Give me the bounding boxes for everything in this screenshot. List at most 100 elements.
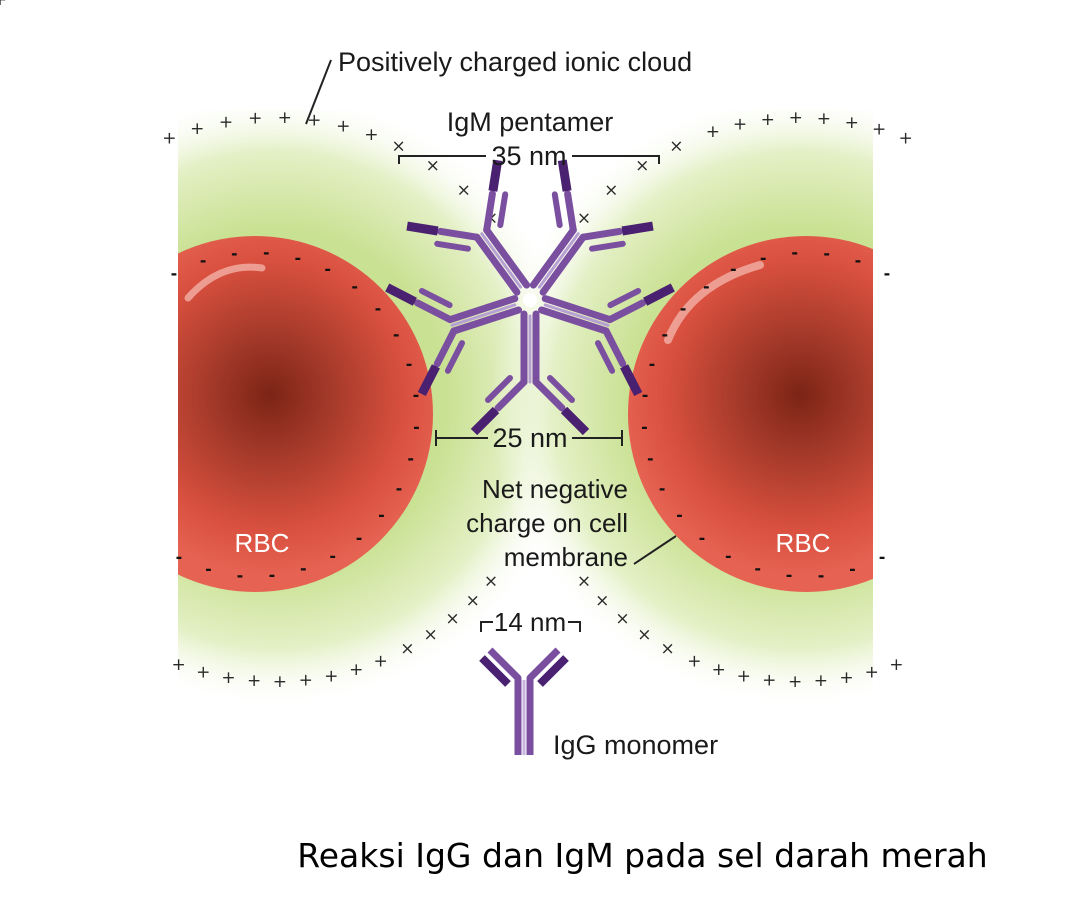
positive-charge: × [577, 571, 591, 591]
positive-charge: + [839, 668, 853, 688]
negative-charge: - [396, 479, 403, 498]
positive-charge: + [349, 660, 363, 680]
igm-arm-segment [470, 406, 500, 436]
ionic-cloud-label: Positively charged ionic cloud [338, 47, 692, 77]
positive-charge: + [865, 663, 879, 683]
positive-charge: + [248, 109, 262, 129]
negative-charge: - [703, 277, 710, 296]
dimension-35nm [398, 155, 660, 164]
igm-arm-segment [564, 190, 577, 234]
negative-charge: - [375, 299, 382, 318]
positive-charge: × [423, 625, 437, 645]
positive-charge: + [219, 112, 233, 132]
negative-charge: - [855, 251, 862, 270]
igm-arm-segment [539, 233, 587, 296]
negative-charge: - [176, 548, 183, 567]
igm-arm-segment [417, 364, 440, 397]
negative-charge: - [413, 418, 420, 437]
igm-arm-segment [494, 378, 528, 412]
positive-charge: + [364, 125, 378, 145]
positive-charge: × [660, 639, 674, 659]
positive-charge: + [162, 129, 176, 149]
negative-charge: - [786, 566, 793, 585]
negative-charge: - [725, 547, 732, 566]
positive-charge: × [400, 639, 414, 659]
positive-charge: + [196, 663, 210, 683]
negative-charge: - [231, 244, 238, 263]
positive-charge: + [273, 672, 287, 692]
positive-charge: + [336, 116, 350, 136]
positive-charge: + [324, 666, 338, 686]
igm-arm-segment [485, 375, 513, 403]
negative-charge: - [661, 325, 668, 344]
positive-charge: + [712, 660, 726, 680]
membrane-label-line1: Net negative [482, 474, 628, 504]
negative-charge: - [699, 529, 706, 548]
negative-charge: - [676, 506, 683, 525]
igm-arm-segment [483, 226, 531, 289]
igm-arm-segment [621, 221, 654, 236]
igm-arm-segment [537, 232, 580, 289]
negative-charge: - [407, 449, 414, 468]
igm-arm-segment [473, 233, 521, 296]
positive-charge: + [299, 670, 313, 690]
positive-charge: + [171, 655, 185, 675]
igm-arm-segment [620, 364, 643, 397]
igm-label: IgM pentamer [447, 107, 614, 137]
igm-arm-segment [434, 240, 471, 252]
igm-arm-segment [560, 406, 590, 436]
positive-charge: + [247, 671, 261, 691]
igg-width-label: 14 nm [494, 607, 566, 637]
positive-charge: + [889, 655, 903, 675]
rbc-right-highlight [664, 261, 764, 344]
positive-charge: + [845, 113, 859, 133]
igm-arm-segment [602, 327, 627, 368]
positive-charge: × [484, 571, 498, 591]
negative-charge: - [356, 529, 363, 548]
igm-arm-segment [488, 159, 503, 192]
igm-arm-segment [551, 191, 563, 229]
negative-charge: - [406, 354, 413, 373]
igm-arm-segment [589, 240, 626, 252]
negative-charge: - [730, 260, 737, 279]
positive-charge: + [278, 108, 292, 128]
rbc-left [178, 236, 433, 592]
igm-arm-segment [643, 283, 675, 306]
membrane-pointer [633, 535, 677, 565]
igm-arm-segment [433, 327, 458, 368]
rbc-right-label: RBC [776, 528, 831, 558]
negative-charge: - [378, 506, 385, 525]
positive-charge: + [190, 119, 204, 139]
figure-caption: Reaksi IgG dan IgM pada sel darah merah [297, 836, 988, 875]
positive-charge: + [221, 668, 235, 688]
negative-charge: - [263, 243, 270, 262]
positive-charge: × [669, 137, 683, 157]
positive-charge: × [426, 156, 440, 176]
positive-charge: + [762, 670, 776, 690]
igg-monomer-molecule [479, 647, 569, 755]
positive-charge: + [687, 652, 701, 672]
igm-arm-segment [406, 221, 439, 236]
igm-arm-segment [418, 288, 453, 309]
igm-arm-segment [413, 299, 454, 324]
negative-charge: - [818, 566, 825, 585]
negative-charge: - [823, 244, 830, 263]
negative-charge: - [393, 325, 400, 344]
positive-charge: × [445, 609, 459, 629]
igm-arm-segment [607, 288, 642, 309]
gap-width-label: 25 nm [492, 423, 567, 453]
positive-charge: + [789, 108, 803, 128]
rbc-left-highlight [184, 263, 266, 302]
positive-charge: + [817, 109, 831, 129]
igm-arm-segment [450, 303, 517, 327]
igm-arm-segment [557, 159, 572, 192]
negative-charge: - [294, 248, 301, 267]
negative-charge: - [329, 547, 336, 566]
positive-charge: + [0, 0, 7, 10]
dimension-14nm [480, 621, 581, 632]
positive-charge: × [577, 209, 591, 229]
ionic-cloud-pointer [305, 59, 332, 125]
positive-charge: × [637, 625, 651, 645]
igm-center-joint [523, 293, 537, 307]
